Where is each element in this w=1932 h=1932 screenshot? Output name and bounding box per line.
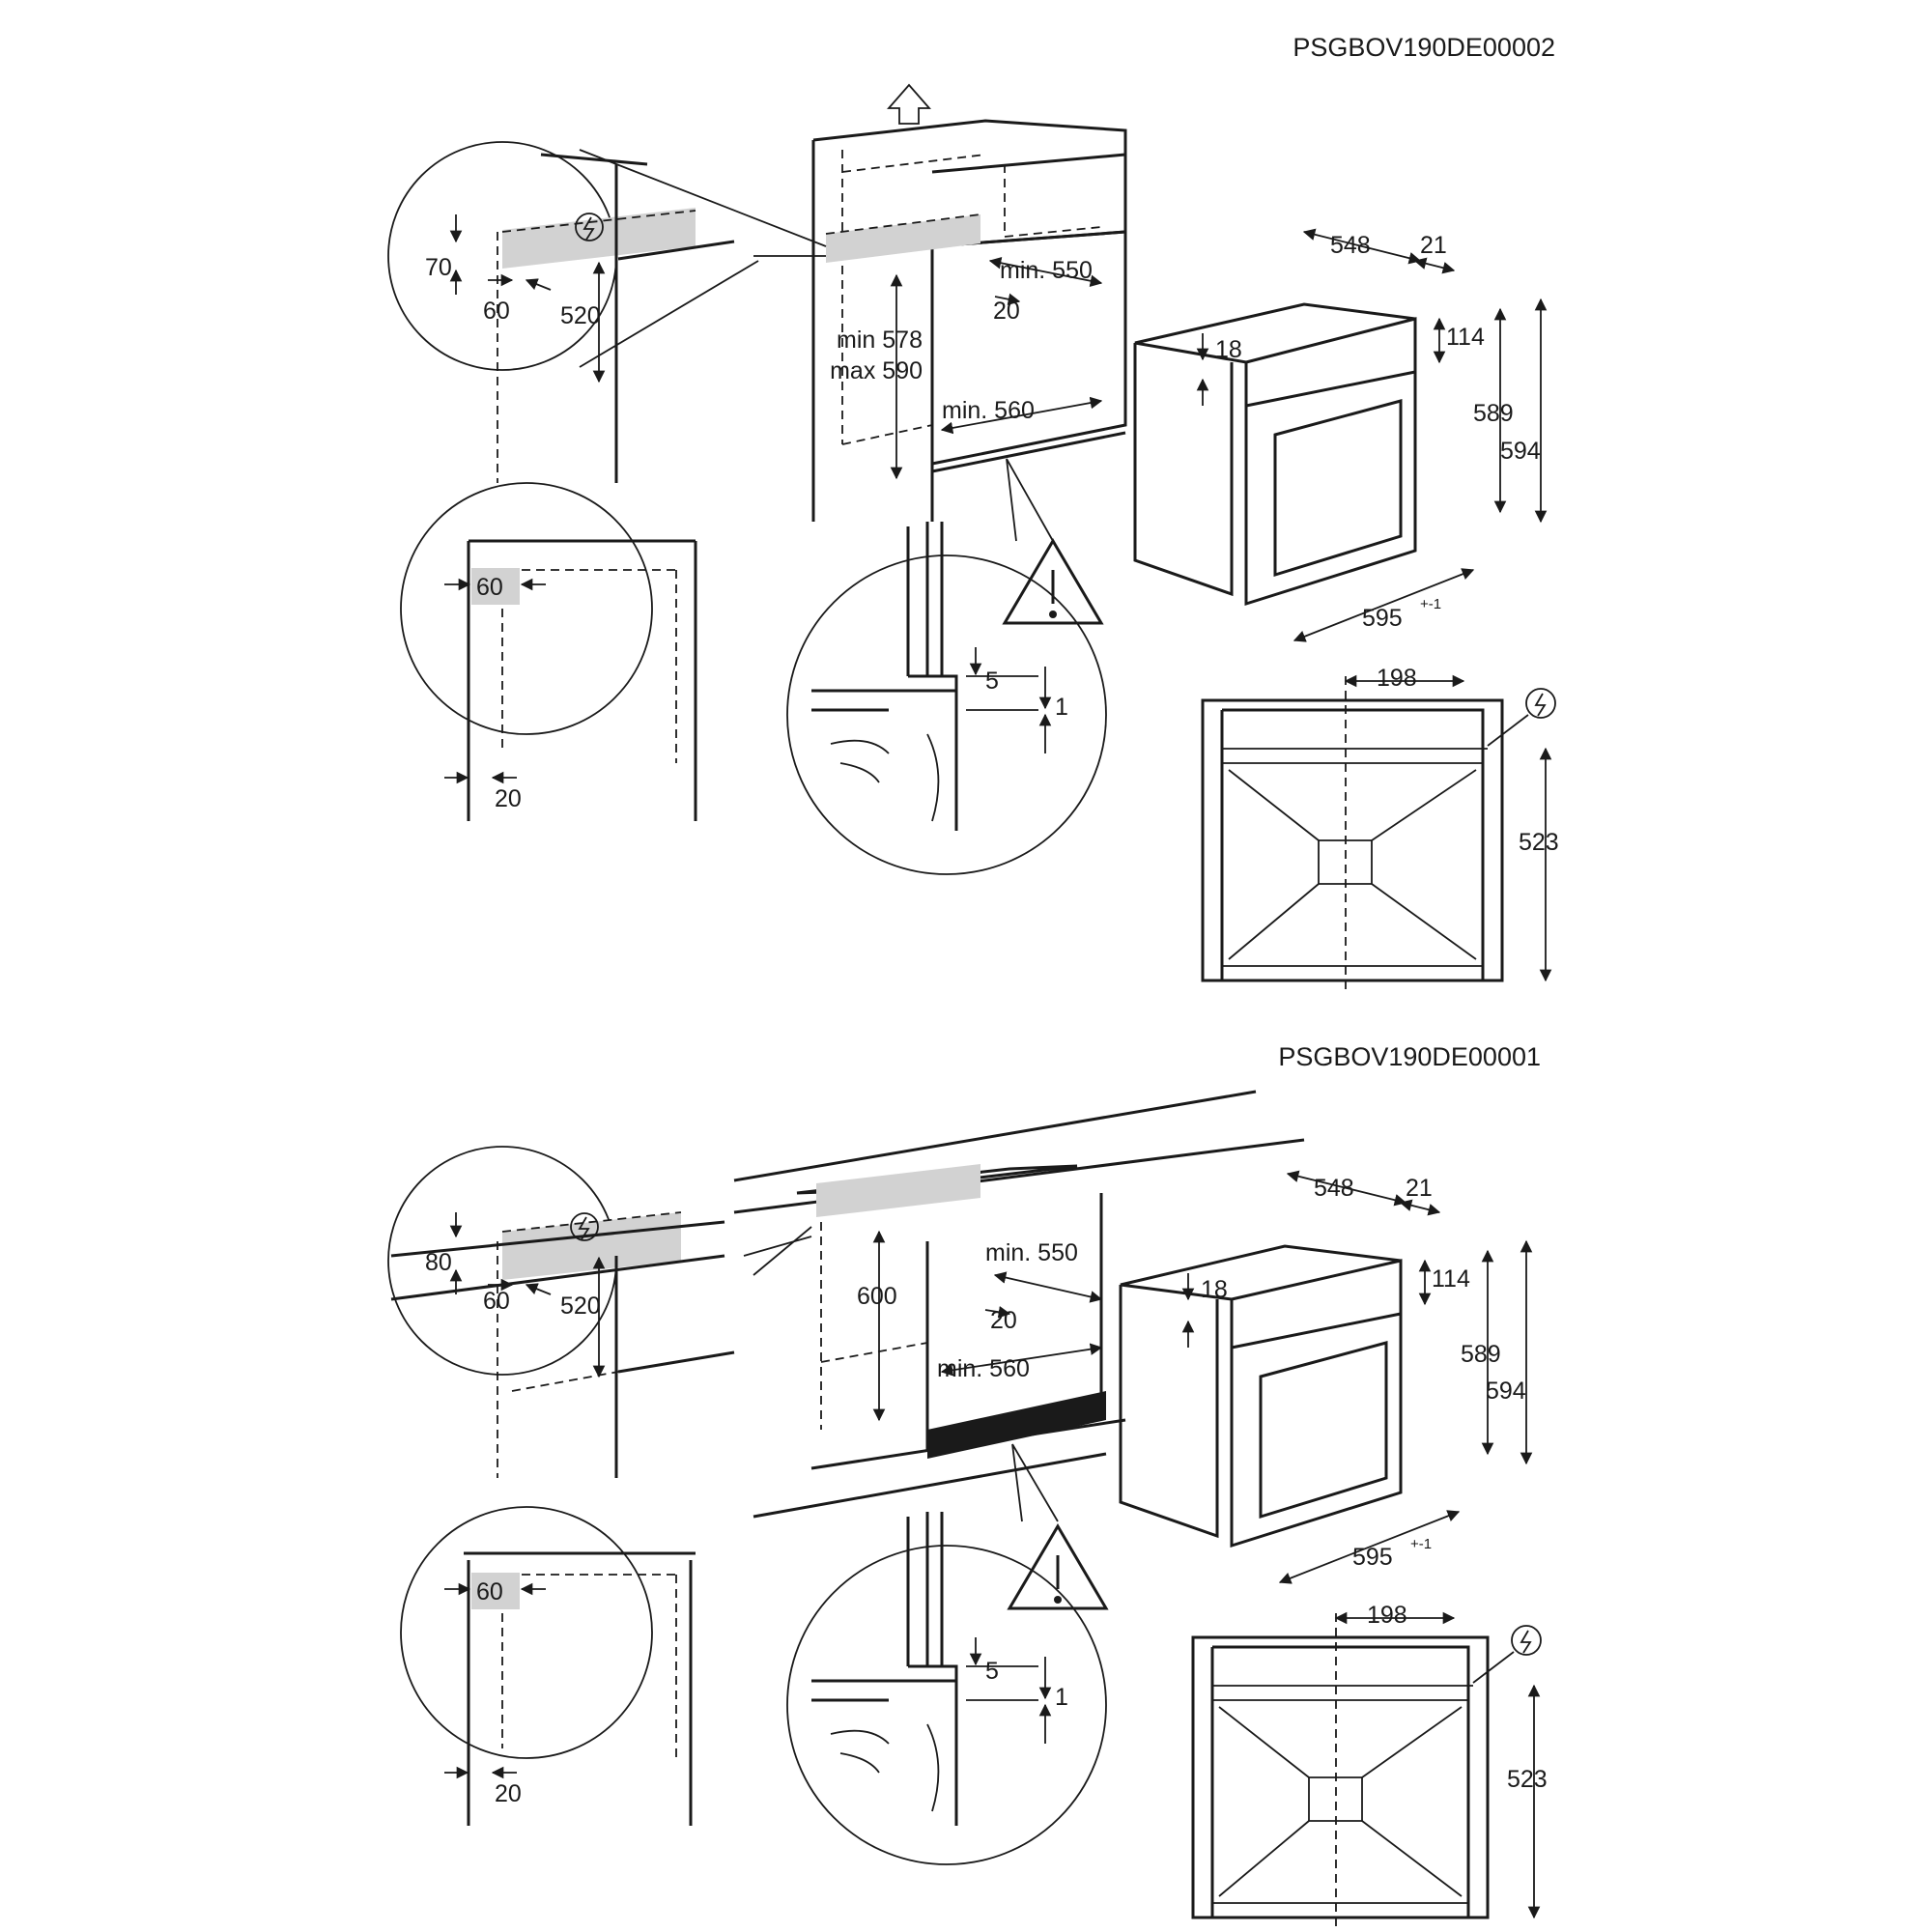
dim-548-bottom: 548 <box>1314 1175 1354 1202</box>
dim-523-top: 523 <box>1519 829 1559 856</box>
zoom-circle-side-bottom: 60 20 <box>400 1506 696 1826</box>
electric-hazard-icon <box>1487 688 1556 747</box>
zoom-circle-side-top: 60 20 <box>400 482 697 821</box>
oven-3d-bottom <box>1119 1244 1403 1548</box>
diagram-code-bottom: PSGBOV190DE00001 <box>1278 1042 1541 1071</box>
section-top: PSGBOV190DE00002 min. 550 20 min. 560 mi… <box>387 33 1559 995</box>
dim-600: 600 <box>857 1283 897 1310</box>
dim-114-top: 114 <box>1446 324 1485 351</box>
dim-5-top: 5 <box>985 668 999 695</box>
dim-60-bottom: 60 <box>483 1288 510 1315</box>
dim-min578: min 578 <box>837 327 923 354</box>
dim-5-bottom: 5 <box>985 1658 999 1685</box>
dim-max590: max 590 <box>830 357 923 384</box>
warning-triangle-icon <box>1007 1523 1109 1610</box>
dim-548-top: 548 <box>1330 232 1371 259</box>
zoom-side-60-label-bottom: 60 <box>476 1578 503 1605</box>
dim-1-top: 1 <box>1055 694 1068 721</box>
dim-589-top: 589 <box>1473 400 1514 427</box>
dim-595-tol-bottom: +-1 <box>1410 1536 1432 1552</box>
dim-min560-top: min. 560 <box>942 397 1035 424</box>
dim-520-top: 520 <box>560 302 601 329</box>
dim-520-bottom: 520 <box>560 1293 601 1320</box>
dim-20-side-top: 20 <box>495 785 522 812</box>
dim-595-top: 595 <box>1362 605 1403 632</box>
zoom-side-60-label-top: 60 <box>476 574 503 601</box>
dim-80: 80 <box>425 1249 452 1276</box>
dim-20-cabinet-top: 20 <box>993 298 1020 325</box>
vent-arrow-up-icon <box>887 83 931 125</box>
dim-20-side-bottom: 20 <box>495 1780 522 1807</box>
warning-triangle-icon <box>1002 538 1104 625</box>
dim-1-bottom: 1 <box>1055 1684 1068 1711</box>
oven-front-bottom <box>1191 1613 1490 1930</box>
dim-589-bottom: 589 <box>1461 1341 1501 1368</box>
zoom-circle-vent-top: 70 60 520 <box>387 141 827 483</box>
oven-3d-top <box>1133 302 1417 607</box>
dim-21-bottom: 21 <box>1406 1175 1433 1202</box>
dim-18-top: 18 <box>1215 336 1242 363</box>
dim-60-top: 60 <box>483 298 510 325</box>
under-counter-cabinet <box>820 1193 1106 1459</box>
dim-18-bottom: 18 <box>1201 1276 1228 1303</box>
zoom-circle-detail-top: 5 1 <box>786 458 1107 875</box>
dim-198-top: 198 <box>1377 665 1417 692</box>
oven-front-top <box>1201 676 1504 995</box>
dim-70: 70 <box>425 254 452 281</box>
dim-594-top: 594 <box>1500 438 1541 465</box>
dim-min550-bottom: min. 550 <box>985 1239 1078 1266</box>
dim-198-bottom: 198 <box>1367 1602 1407 1629</box>
diagram-code-top: PSGBOV190DE00002 <box>1293 33 1555 62</box>
dim-min550-top: min. 550 <box>1000 257 1093 284</box>
dim-523-bottom: 523 <box>1507 1766 1548 1793</box>
zoom-circle-detail-bottom: 5 1 <box>786 1443 1109 1865</box>
electric-hazard-icon <box>1472 1625 1542 1684</box>
dim-594-bottom: 594 <box>1486 1378 1526 1405</box>
section-bottom: PSGBOV190DE00001 min. 550 20 min. 560 60… <box>387 1042 1548 1930</box>
dim-20-cabinet-bottom: 20 <box>990 1307 1017 1334</box>
dim-595-tol-top: +-1 <box>1420 596 1441 612</box>
electric-hazard-icon <box>575 213 604 242</box>
dim-595-bottom: 595 <box>1352 1544 1393 1571</box>
dim-21-top: 21 <box>1420 232 1447 259</box>
zoom-circle-vent-bottom: 80 60 520 <box>387 1146 812 1478</box>
dim-114-bottom: 114 <box>1432 1265 1470 1293</box>
electric-hazard-icon <box>570 1212 599 1241</box>
dim-min560-bottom: min. 560 <box>937 1355 1030 1382</box>
tall-cabinet <box>811 119 1127 522</box>
